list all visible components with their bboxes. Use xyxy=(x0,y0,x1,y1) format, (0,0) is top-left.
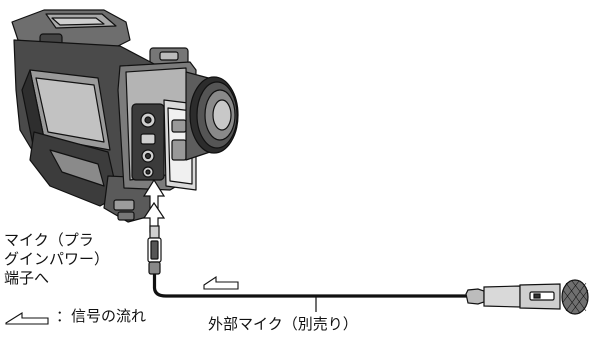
mic-input-jack-label-line-2: グインパワー） xyxy=(4,250,110,268)
mic-input-jack-label-line-3: 端子へ xyxy=(4,269,50,287)
mic-input-jack-label-line-1: マイク（プラ xyxy=(4,231,94,249)
mic-cable xyxy=(152,274,470,298)
signal-flow-arrow-icon xyxy=(203,275,239,290)
mic-plug-icon xyxy=(147,225,162,275)
legend: ：信号の流れ xyxy=(4,305,174,329)
legend-signal-arrow-icon xyxy=(5,312,49,325)
camcorder-icon xyxy=(11,9,239,223)
external-microphone-label: 外部マイク（別売り） xyxy=(208,315,358,333)
microphone-icon xyxy=(465,279,589,315)
mic-input-jack-label: マイク（プラ グインパワー） 端子へ xyxy=(4,231,109,288)
legend-label: ：信号の流れ xyxy=(56,307,147,325)
